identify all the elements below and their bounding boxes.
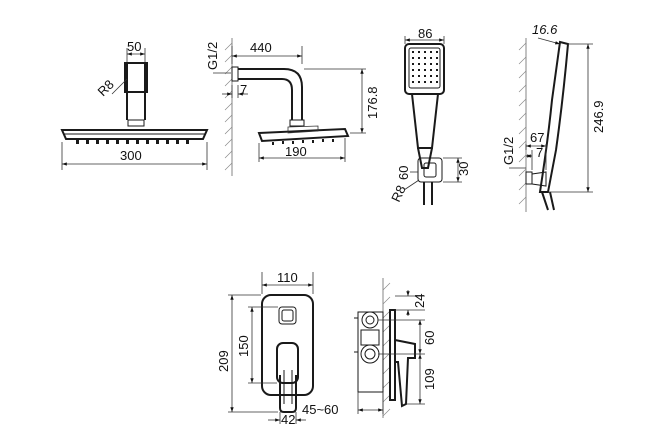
- dim-length: 246.9: [591, 100, 606, 133]
- dim-projection: 440: [250, 40, 272, 55]
- dim-thread-2: G1/2: [501, 137, 516, 165]
- hand-shower-side-view: 16.6 246.9 G1/2 67 7: [501, 22, 606, 212]
- dim-spacing: 60: [422, 331, 437, 345]
- hand-shower-front-view: 86 R8 60 30: [388, 26, 471, 205]
- dim-offset-2: 7: [536, 145, 543, 160]
- dim-inner-height: 150: [236, 335, 251, 357]
- overhead-shower-front-view: 50 R8 300: [60, 39, 209, 170]
- dim-holder-width: 60: [396, 166, 411, 180]
- dim-projection-2: 67: [530, 130, 544, 145]
- nozzle-row-side: [272, 139, 334, 145]
- overhead-shower-side-view: G1/2 7 440 176.8 190: [205, 38, 380, 176]
- mixer-front-view: 110 209 150 42: [216, 270, 314, 427]
- dim-thread: G1/2: [205, 42, 220, 70]
- spray-nozzles: [412, 51, 438, 83]
- dim-top-depth: 24: [412, 294, 427, 308]
- dim-arm-width: 50: [127, 39, 141, 54]
- dim-height: 176.8: [365, 86, 380, 119]
- nozzle-row: [76, 140, 189, 144]
- mixer-side-view: 24 60 109 45~60: [302, 278, 437, 418]
- dim-depth: 16.6: [532, 22, 558, 37]
- dim-lever-width: 42: [281, 412, 295, 427]
- dim-arm-radius: R8: [95, 77, 117, 99]
- dim-head-width-side: 190: [285, 144, 307, 159]
- dim-head-width-hand: 86: [418, 26, 432, 41]
- dim-holder-height: 30: [456, 162, 471, 176]
- dim-bottom-height: 109: [422, 368, 437, 390]
- dim-offset: 7: [240, 82, 247, 97]
- dim-head-width: 300: [120, 148, 142, 163]
- dim-total-height: 209: [216, 350, 231, 372]
- dim-plate-width: 110: [277, 270, 298, 285]
- dim-holder-radius: R8: [388, 183, 409, 204]
- dim-install-depth: 45~60: [302, 402, 339, 417]
